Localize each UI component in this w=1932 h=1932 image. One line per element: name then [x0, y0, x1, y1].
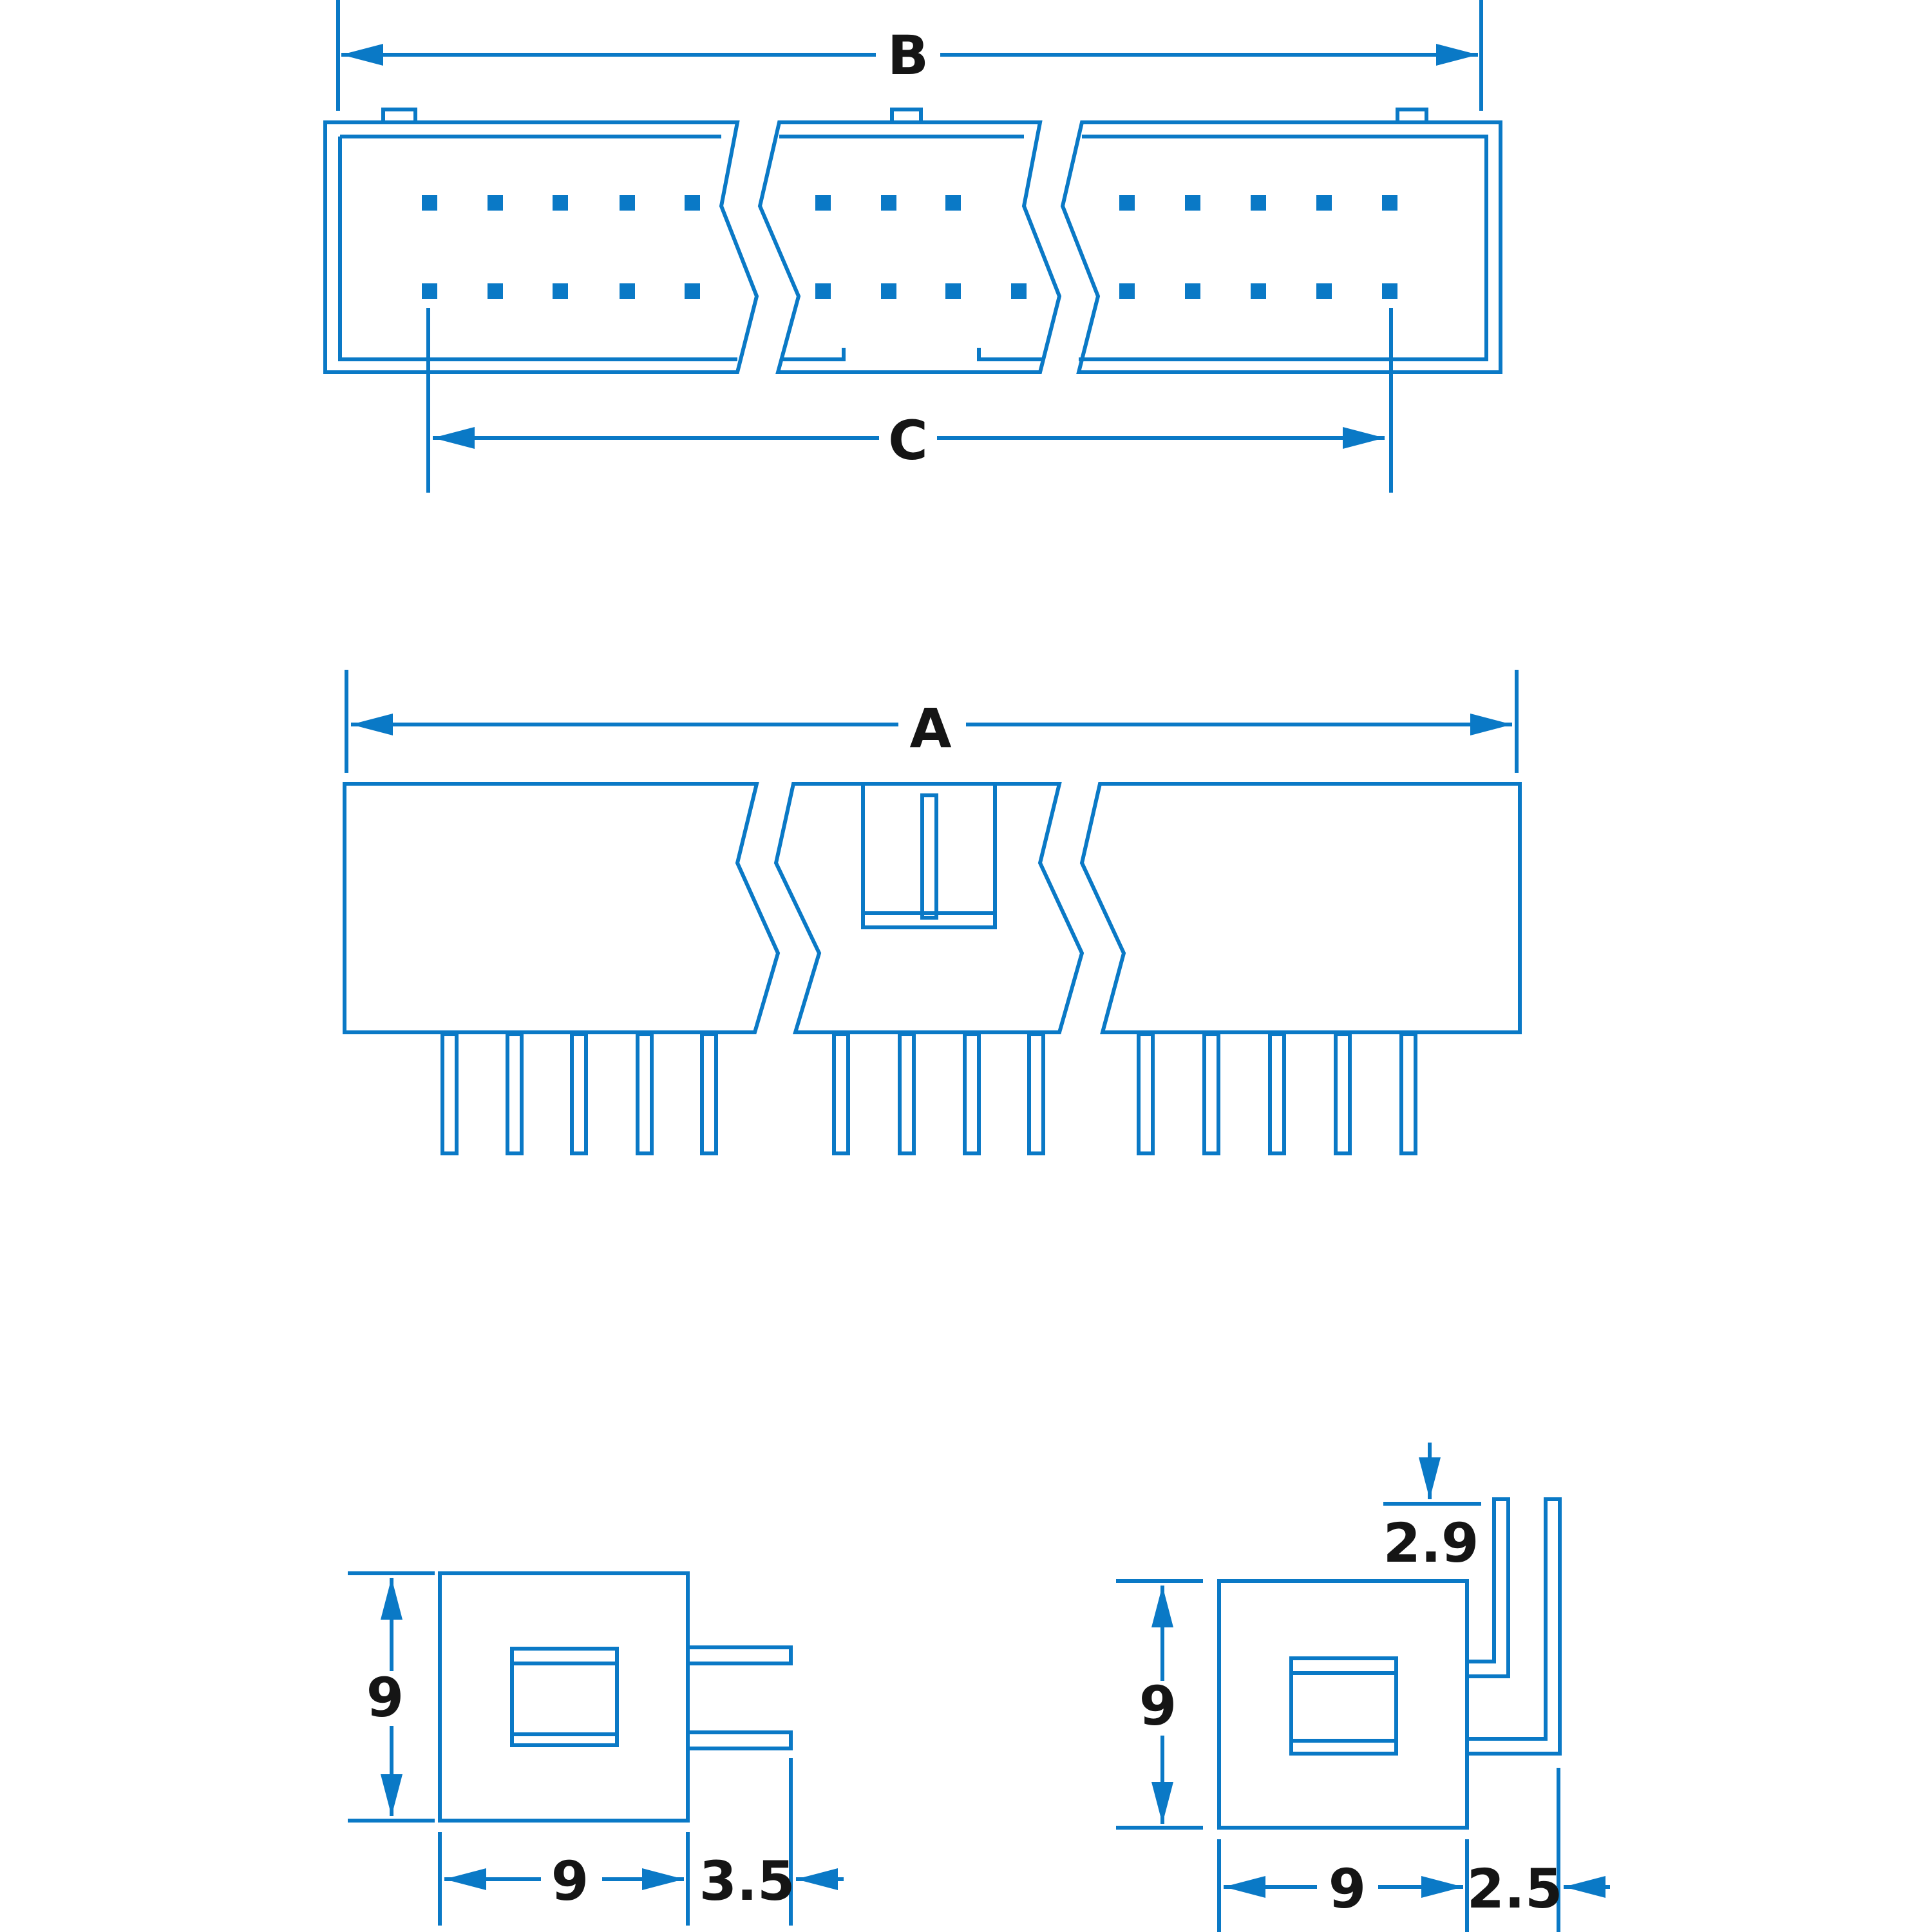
front-view-outline — [343, 782, 1522, 1034]
label-left-height: 9 — [366, 1666, 404, 1729]
dimension-a: A — [345, 670, 1519, 773]
dimension-c: C — [426, 308, 1393, 493]
dimension-right-top: 2.9 — [1383, 1443, 1481, 1575]
pin-holes — [422, 195, 1397, 299]
label-right-width: 9 — [1329, 1857, 1366, 1920]
dimension-right-offset: 2.5 — [1467, 1768, 1610, 1932]
label-a: A — [909, 697, 951, 760]
label-right-top: 2.9 — [1383, 1511, 1479, 1575]
side-view-straight: 9 9 3.5 — [348, 1571, 844, 1926]
front-pins — [440, 1032, 1417, 1155]
dimension-left-height: 9 — [348, 1571, 435, 1823]
label-right-offset: 2.5 — [1467, 1857, 1563, 1920]
dimension-right-height: 9 — [1116, 1579, 1203, 1830]
dimension-right-width: 9 — [1217, 1839, 1469, 1932]
dimension-left-pin: 3.5 — [699, 1758, 844, 1926]
label-b: B — [887, 24, 929, 87]
label-c: C — [888, 409, 928, 472]
label-left-pin: 3.5 — [699, 1850, 795, 1913]
label-left-width: 9 — [551, 1850, 589, 1913]
dimension-b: B — [336, 0, 1483, 111]
dimension-left-width: 9 — [438, 1832, 690, 1926]
label-right-height: 9 — [1139, 1674, 1177, 1738]
side-view-right-angle: 2.9 9 9 2.5 — [1116, 1443, 1610, 1932]
front-view: A — [343, 670, 1522, 1155]
top-view-outline — [323, 108, 1502, 374]
top-view: B — [323, 0, 1502, 493]
